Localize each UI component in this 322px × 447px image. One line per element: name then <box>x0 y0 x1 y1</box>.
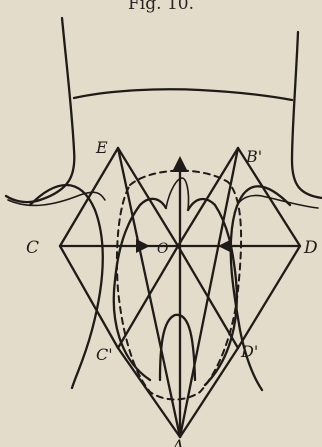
left-outer-lobe <box>30 185 103 388</box>
label-e: E <box>95 138 108 157</box>
neck-left-contour <box>6 18 74 202</box>
right-wing-line <box>238 195 318 208</box>
label-d: D <box>303 238 318 258</box>
label-b-prime: B' <box>245 147 262 166</box>
arrow-right-icon <box>136 239 150 253</box>
inner-arch <box>166 178 189 210</box>
label-d-prime: D' <box>240 342 258 361</box>
cross-contour-line <box>74 89 292 100</box>
neck-right-contour <box>292 32 322 198</box>
arrow-up-icon <box>172 156 188 172</box>
label-c: C <box>26 238 39 258</box>
label-a: A <box>170 437 184 447</box>
label-o: O <box>157 241 169 257</box>
label-c-prime: C' <box>96 345 113 364</box>
